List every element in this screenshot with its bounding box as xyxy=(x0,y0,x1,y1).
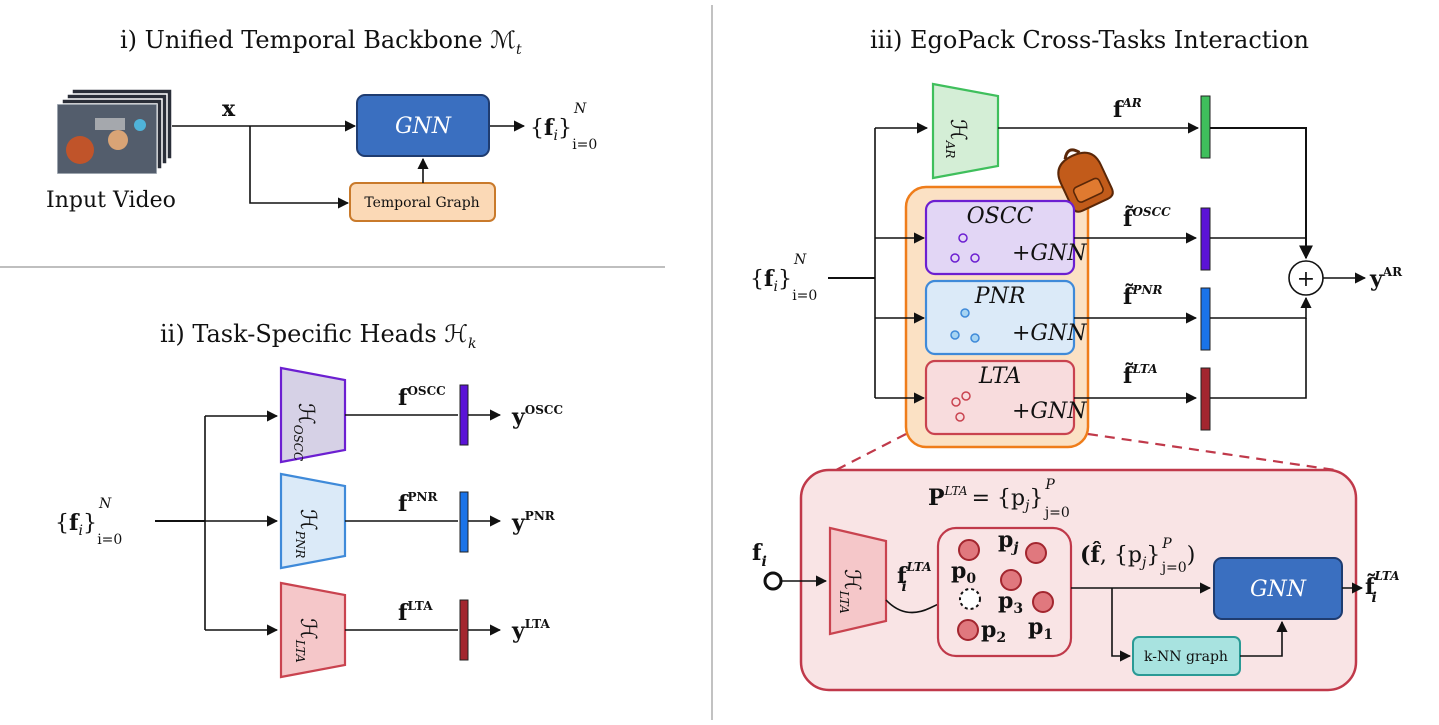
detail-lta-head-symbol: ℋLTA xyxy=(837,569,864,614)
task-oscc-feat: f̃OSCC xyxy=(1123,205,1171,232)
head-lta-symbol: ℋLTA xyxy=(293,618,320,663)
head-oscc-bar xyxy=(459,384,469,446)
head-ar xyxy=(931,82,1000,180)
detail-lta-head xyxy=(828,526,888,636)
head-oscc-feat: fOSCC xyxy=(398,384,446,411)
heads-title: ii) Task-Specific Heads ℋk xyxy=(160,320,477,352)
head-oscc xyxy=(279,366,347,464)
egopack-title: iii) EgoPack Cross-Tasks Interaction xyxy=(870,26,1309,54)
task-pnr-name: PNR xyxy=(974,284,1026,309)
task-pnr-bar xyxy=(1200,287,1211,351)
task-lta-gnn: +GNN xyxy=(1012,399,1087,424)
temporal-graph-label: Temporal Graph xyxy=(364,195,479,211)
head-oscc-output: yOSCC xyxy=(511,403,563,430)
head-pnr-bar xyxy=(459,491,469,553)
detail-gnn-label: GNN xyxy=(1250,577,1307,602)
task-lta-bar xyxy=(1200,367,1211,431)
head-pnr-output: yPNR xyxy=(511,509,556,536)
head-pnr xyxy=(279,472,347,570)
task-oscc-name: OSCC xyxy=(967,204,1034,229)
detail-input-node xyxy=(763,571,783,591)
backpack-icon xyxy=(1057,148,1114,213)
input-video-caption: Input Video xyxy=(46,188,176,213)
proto-p2: p2 xyxy=(981,617,1006,646)
egopack-output: yAR xyxy=(1369,265,1403,292)
proto-p1: p1 xyxy=(1028,614,1053,643)
task-lta-name: LTA xyxy=(978,364,1021,389)
task-oscc-bar xyxy=(1200,207,1211,271)
head-lta-feat: fLTA xyxy=(398,599,433,626)
x-to-graph-arrow xyxy=(249,126,350,209)
input-video-stack xyxy=(56,88,173,175)
x-label: x xyxy=(222,96,236,122)
head-oscc-symbol: ℋOSCC xyxy=(291,403,318,461)
detail-input-label: fi xyxy=(752,540,767,570)
zoom-line-right xyxy=(1087,432,1336,472)
proto-p0: p0 xyxy=(951,558,976,587)
backbone-gnn-box xyxy=(356,94,490,157)
head-pnr-symbol: ℋPNR xyxy=(293,509,320,558)
backbone-title: i) Unified Temporal Backbone ℳt xyxy=(120,26,522,58)
zoom-line-left xyxy=(835,433,907,471)
head-lta-output: yLTA xyxy=(511,617,551,644)
query-node xyxy=(959,588,981,610)
proto-p3: p3 xyxy=(998,588,1023,617)
ar-feat-label: fAR xyxy=(1113,96,1142,123)
proto-unlabeled xyxy=(958,539,980,561)
head-ar-symbol: ℋAR xyxy=(943,119,970,158)
knn-graph-label: k-NN graph xyxy=(1144,649,1228,665)
proto-pj: pj xyxy=(998,527,1018,556)
ar-bar xyxy=(1200,95,1211,159)
head-lta-bar xyxy=(459,599,469,661)
sum-symbol: + xyxy=(1297,267,1315,292)
task-pnr-gnn: +GNN xyxy=(1012,321,1087,346)
task-pnr-feat: f̃PNR xyxy=(1123,283,1162,310)
head-pnr-feat: fPNR xyxy=(398,490,438,517)
task-oscc-gnn: +GNN xyxy=(1012,241,1087,266)
backbone-gnn-label: GNN xyxy=(395,114,452,139)
task-lta-feat: f̃LTA xyxy=(1123,362,1158,389)
head-lta xyxy=(279,581,347,679)
